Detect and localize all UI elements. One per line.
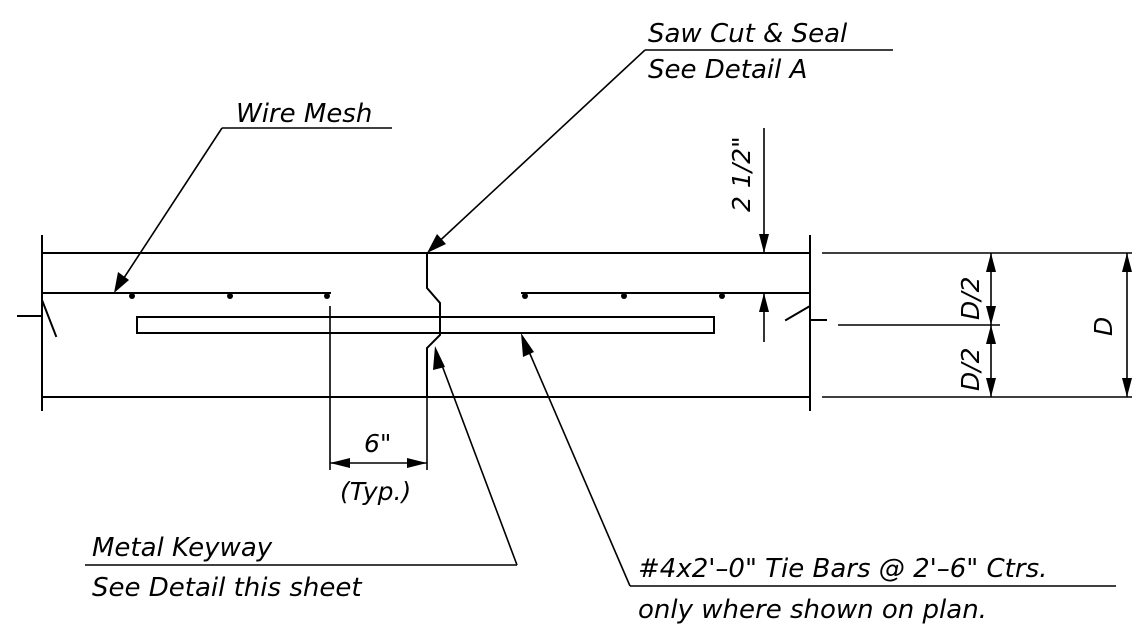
arrow-up xyxy=(1122,253,1132,272)
wire-mesh xyxy=(41,292,811,299)
tie-bar xyxy=(136,316,715,334)
leader-arrow xyxy=(114,272,129,293)
saw-cut-callout: Saw Cut & Seal See Detail A xyxy=(427,19,893,253)
saw-cut-label-line2: See Detail A xyxy=(648,55,807,85)
arrow-left xyxy=(330,458,350,468)
wire-mesh-label: Wire Mesh xyxy=(236,99,372,129)
leader-line xyxy=(431,49,646,249)
spacing-typ-note: (Typ.) xyxy=(340,477,411,506)
mesh-dot xyxy=(227,293,233,299)
half-depth-top-text: D/2 xyxy=(956,276,985,320)
tie-bars-callout: #4x2'–0" Tie Bars @ 2'–6" Ctrs. only whe… xyxy=(521,333,1116,625)
left-break-symbol xyxy=(17,299,58,338)
cover-dimension: 2 1/2" xyxy=(720,128,800,342)
leader-line xyxy=(436,351,518,566)
keyway-joint xyxy=(426,252,441,398)
cover-dimension-text: 2 1/2" xyxy=(727,136,756,212)
leader-arrow xyxy=(427,234,446,253)
arrow-up xyxy=(986,253,996,272)
arrow-down xyxy=(1122,378,1132,397)
mesh-dot xyxy=(522,293,528,299)
mesh-dot xyxy=(621,293,627,299)
arrow-down xyxy=(986,378,996,397)
mesh-dot xyxy=(719,293,725,299)
spacing-dimension-text: 6" xyxy=(364,429,391,458)
wire-mesh-callout: Wire Mesh xyxy=(114,99,392,293)
spacing-dimension: 6" (Typ.) xyxy=(329,306,428,506)
half-depth-bottom-text: D/2 xyxy=(956,347,985,391)
arrow-up xyxy=(986,325,996,344)
mesh-dot xyxy=(324,293,330,299)
slab-outline xyxy=(17,235,827,411)
metal-keyway-callout: Metal Keyway See Detail this sheet xyxy=(85,346,518,603)
tie-bars-label-line1: #4x2'–0" Tie Bars @ 2'–6" Ctrs. xyxy=(638,554,1047,584)
metal-keyway-label-line1: Metal Keyway xyxy=(92,533,273,563)
depth-dimensions: D/2 D/2 D xyxy=(822,252,1132,398)
arrow-right xyxy=(407,458,427,468)
arrow-down xyxy=(759,234,769,253)
saw-cut-label-line1: Saw Cut & Seal xyxy=(648,19,848,49)
tie-bars-label-line2: only where shown on plan. xyxy=(638,595,987,625)
metal-keyway-label-line2: See Detail this sheet xyxy=(92,573,362,603)
right-break-symbol xyxy=(784,304,827,322)
arrow-up xyxy=(759,293,769,312)
leader-arrow xyxy=(521,333,534,357)
leader-arrow xyxy=(433,346,445,370)
full-depth-text: D xyxy=(1089,317,1118,336)
mesh-dot xyxy=(129,293,135,299)
leader-line xyxy=(117,127,223,288)
arrow-down xyxy=(986,306,996,325)
leader-line xyxy=(523,339,631,587)
